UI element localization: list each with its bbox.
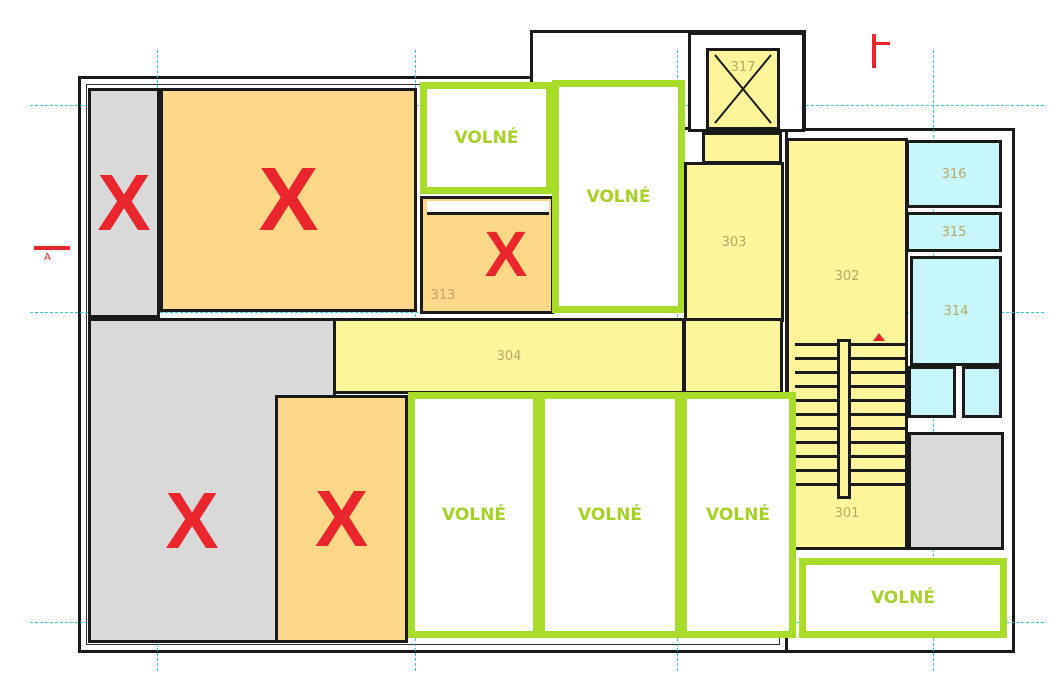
section-marker-north-tick — [876, 42, 890, 45]
free-label: VOLNÉ — [442, 505, 506, 525]
free-label: VOLNÉ — [706, 505, 770, 525]
room-free[interactable]: VOLNÉ — [680, 392, 796, 638]
room-free[interactable]: VOLNÉ — [408, 392, 540, 638]
corridor-east — [683, 318, 783, 394]
stair-landing-rail — [837, 339, 851, 499]
toilet-cubicle — [908, 366, 956, 418]
free-label: VOLNÉ — [454, 128, 519, 148]
window-strip — [427, 201, 549, 215]
room-313[interactable]: 313 X — [420, 196, 554, 314]
room-free[interactable]: VOLNÉ — [552, 80, 685, 313]
room-number: 303 — [721, 234, 747, 250]
free-label: VOLNÉ — [578, 505, 642, 525]
free-label: VOLNÉ — [871, 588, 935, 608]
toilet-cubicle — [962, 366, 1002, 418]
taken-x-mark: X — [258, 149, 319, 250]
room-317-elevator: 317 — [706, 48, 780, 130]
taken-x-mark: X — [97, 158, 151, 247]
room-number: 316 — [941, 166, 967, 182]
room-302[interactable]: 302 301 — [786, 138, 908, 550]
room-free[interactable]: VOLNÉ — [799, 558, 1007, 638]
room-gray-east — [908, 432, 1004, 550]
lift-lobby — [702, 132, 782, 164]
staircase — [795, 333, 905, 525]
room-free[interactable]: VOLNÉ — [538, 392, 682, 638]
room-304-corridor[interactable]: 304 — [333, 318, 685, 394]
free-label: VOLNÉ — [586, 186, 651, 207]
taken-x-mark: X — [314, 474, 369, 563]
taken-x-mark: X — [165, 475, 219, 565]
room-number-301: 301 — [834, 505, 860, 521]
room-316[interactable]: 316 — [906, 140, 1002, 208]
room-left-gray-taken[interactable]: X — [88, 88, 160, 318]
taken-x-mark: X — [484, 218, 528, 290]
room-number: 304 — [496, 348, 522, 364]
room-number: 315 — [941, 224, 967, 240]
room-number: 314 — [943, 303, 969, 319]
direction-arrow-icon — [873, 333, 885, 341]
room-303[interactable]: 303 — [684, 162, 784, 322]
room-orange-lower-taken[interactable]: X — [275, 395, 408, 643]
section-label: A — [44, 252, 51, 263]
room-free[interactable]: VOLNÉ — [420, 82, 553, 194]
room-number: 317 — [730, 59, 756, 75]
room-number: 313 — [430, 287, 456, 303]
elevator-cross-icon — [714, 54, 772, 124]
section-marker-west — [34, 246, 70, 250]
room-number: 302 — [834, 268, 860, 284]
room-314[interactable]: 314 — [910, 256, 1002, 366]
room-315[interactable]: 315 — [906, 212, 1002, 252]
section-marker-north — [872, 34, 876, 68]
room-orange-taken[interactable]: X — [160, 88, 417, 312]
